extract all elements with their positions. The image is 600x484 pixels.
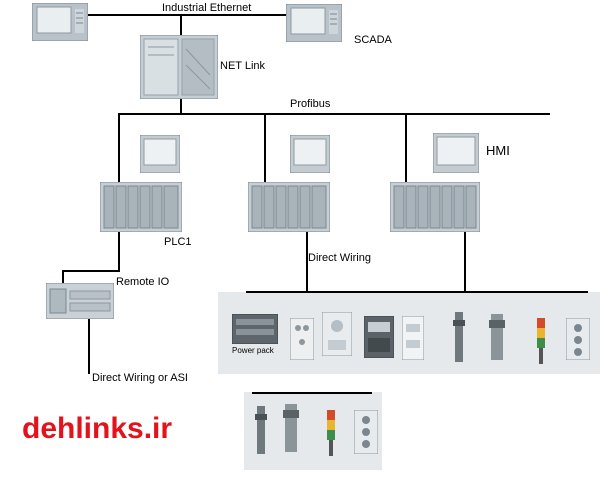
ethernet-to-netlink-line [180, 15, 182, 35]
plc3-direct-wiring-line [464, 232, 466, 292]
industrial-ethernet-label: Industrial Ethernet [162, 2, 252, 14]
plc1-rack [100, 182, 182, 232]
scada-monitor [286, 4, 342, 42]
remote-io-to-asi-line [88, 318, 90, 374]
net-link-device [140, 35, 218, 99]
remote-io-drop [62, 270, 64, 284]
profibus-drop-plc1 [118, 113, 120, 185]
plc1-to-remote-io-horizontal [62, 270, 120, 272]
plc2-rack [248, 182, 330, 232]
power-pack-label: Power pack [232, 346, 274, 355]
direct-wiring-label: Direct Wiring [308, 252, 371, 264]
hmi-panel-3 [433, 133, 479, 173]
power-pack-device [232, 314, 278, 344]
hmi-panel-1 [140, 135, 180, 173]
asi-sensor-2 [282, 404, 300, 452]
asi-signal-tower [326, 410, 336, 456]
workstation-monitor-left [32, 3, 88, 41]
plc2-direct-wiring-line [306, 232, 308, 292]
remote-io-label: Remote IO [116, 276, 170, 288]
plc3-rack [390, 182, 480, 232]
field-device-3 [322, 312, 352, 356]
plc1-to-remote-io-vertical [118, 232, 120, 272]
industrial-ethernet-bus [88, 14, 286, 16]
proximity-sensor-1 [452, 312, 466, 362]
proximity-sensor-2 [488, 314, 506, 360]
asi-wiring-bus [252, 392, 372, 394]
profibus-label: Profibus [290, 98, 331, 110]
remote-io-module [46, 283, 114, 319]
push-button-station [566, 318, 590, 360]
field-wiring-bus [246, 291, 588, 293]
asi-sensor-1 [254, 406, 268, 454]
hmi-label: HMI [486, 143, 510, 158]
field-device-2 [290, 318, 314, 360]
signal-tower [536, 318, 546, 364]
watermark-text: dehlinks.ir [22, 412, 173, 445]
profibus-bus [118, 113, 550, 115]
netlink-to-profibus-line [180, 98, 182, 114]
plc1-label: PLC1 [164, 236, 192, 248]
hmi-panel-2 [290, 135, 330, 173]
direct-wiring-asi-label: Direct Wiring or ASI [92, 372, 188, 384]
profibus-drop-plc3 [405, 113, 407, 185]
net-link-label: NET Link [220, 60, 266, 72]
field-device-4 [364, 316, 394, 358]
scada-label: SCADA [354, 34, 392, 46]
profibus-drop-plc2 [264, 113, 266, 185]
field-device-5 [402, 316, 424, 360]
asi-push-button-station [354, 410, 378, 454]
